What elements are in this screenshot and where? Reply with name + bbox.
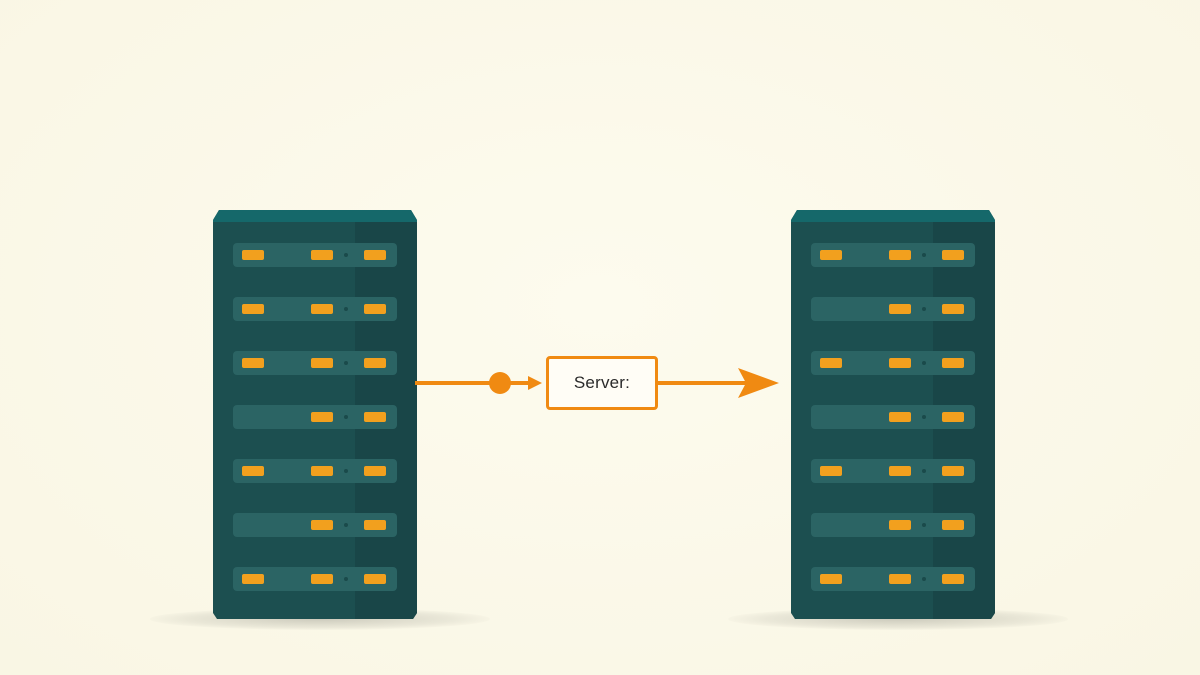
rack-slot: [233, 513, 397, 537]
status-led: [942, 358, 964, 368]
status-led: [889, 304, 911, 314]
rack-slot: [233, 459, 397, 483]
status-led: [889, 466, 911, 476]
rack-slot: [233, 567, 397, 591]
arrowhead-small: [528, 376, 542, 390]
status-led: [311, 304, 333, 314]
status-led: [364, 466, 386, 476]
status-led: [820, 358, 842, 368]
server-label: Server:: [573, 373, 631, 392]
rack-slot: [811, 351, 975, 375]
status-led: [889, 358, 911, 368]
slot-indicator-dot: [922, 361, 926, 365]
status-led: [364, 250, 386, 260]
slot-indicator-dot: [344, 577, 348, 581]
status-led: [942, 520, 964, 530]
status-led: [942, 466, 964, 476]
slot-indicator-dot: [344, 523, 348, 527]
rack-slot: [233, 405, 397, 429]
slot-indicator-dot: [344, 469, 348, 473]
rack-slot: [233, 297, 397, 321]
rack-slot: [811, 243, 975, 267]
status-led: [311, 412, 333, 422]
slot-indicator-dot: [922, 253, 926, 257]
rack-slot: [811, 405, 975, 429]
status-led: [820, 250, 842, 260]
rack-slot: [811, 459, 975, 483]
status-led: [242, 574, 264, 584]
left-server-rack: [213, 210, 417, 619]
status-led: [242, 304, 264, 314]
status-led: [820, 574, 842, 584]
status-led: [364, 304, 386, 314]
slot-indicator-dot: [922, 577, 926, 581]
status-led: [364, 520, 386, 530]
status-led: [311, 520, 333, 530]
status-led: [242, 358, 264, 368]
status-led: [942, 304, 964, 314]
status-led: [942, 574, 964, 584]
status-led: [820, 466, 842, 476]
rack-slot: [811, 567, 975, 591]
status-led: [889, 412, 911, 422]
status-led: [942, 250, 964, 260]
rack-slot: [811, 513, 975, 537]
right-server-rack: [791, 210, 995, 619]
slot-indicator-dot: [344, 253, 348, 257]
status-led: [364, 574, 386, 584]
status-led: [311, 250, 333, 260]
status-led: [889, 250, 911, 260]
slot-indicator-dot: [922, 469, 926, 473]
status-led: [242, 466, 264, 476]
rack-slot: [811, 297, 975, 321]
status-led: [364, 358, 386, 368]
status-led: [942, 412, 964, 422]
slot-indicator-dot: [922, 415, 926, 419]
slot-indicator-dot: [922, 523, 926, 527]
server-label-box: Server:: [546, 356, 658, 410]
rack-slot: [233, 351, 397, 375]
connector-node: [489, 372, 511, 394]
status-led: [311, 466, 333, 476]
rack-slot: [233, 243, 397, 267]
status-led: [889, 520, 911, 530]
status-led: [242, 250, 264, 260]
status-led: [311, 358, 333, 368]
status-led: [311, 574, 333, 584]
slot-indicator-dot: [344, 415, 348, 419]
status-led: [364, 412, 386, 422]
status-led: [889, 574, 911, 584]
slot-indicator-dot: [344, 361, 348, 365]
slot-indicator-dot: [344, 307, 348, 311]
arrowhead-large: [738, 368, 779, 398]
slot-indicator-dot: [922, 307, 926, 311]
